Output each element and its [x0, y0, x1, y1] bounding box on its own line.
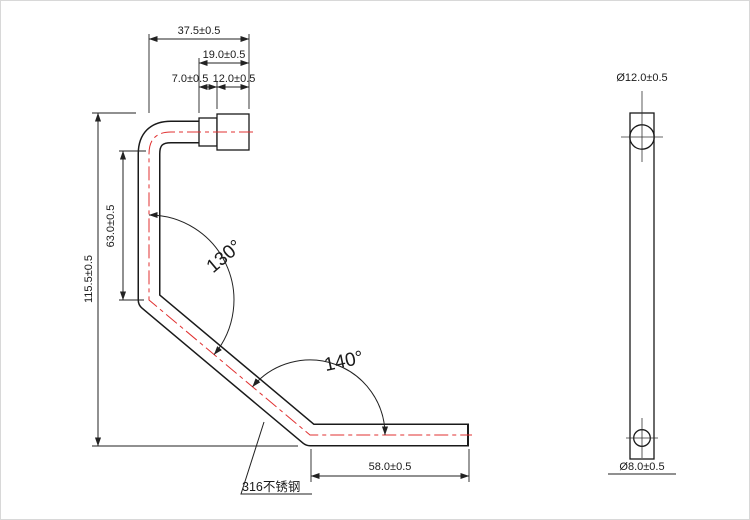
angle-arc-130: [148, 211, 235, 355]
dim-outer-diameter: Ø12.0±0.5: [616, 72, 667, 84]
tube-body-fill: [139, 122, 467, 445]
tube-body-outline: [137, 120, 469, 447]
side-view: Ø12.0±0.5 Ø8.0±0.5: [608, 72, 676, 475]
material-label: 316不锈钢: [242, 479, 300, 494]
angle-upper-label: 130°: [203, 236, 247, 277]
dim-bottom-leg: 58.0±0.5: [369, 461, 412, 473]
dim-tube-diameter: Ø8.0±0.5: [619, 461, 664, 473]
dim-overall-height: 115.5±0.5: [83, 255, 95, 303]
material-leader-line: [240, 421, 312, 495]
angle-lower-label: 140°: [322, 347, 365, 376]
front-view: 37.5±0.5 19.0±0.5 7.0±0.5 12.0±0.5 63.0±…: [83, 25, 472, 495]
angle-arc-140: [252, 359, 389, 436]
dim-socket-total: 19.0±0.5: [203, 49, 246, 61]
tube-centerline: [148, 131, 472, 436]
dim-socket-head: 12.0±0.5: [213, 73, 256, 85]
dim-socket-neck: 7.0±0.5: [172, 73, 209, 85]
side-profile: [629, 112, 655, 460]
dimension-lines: [94, 35, 470, 480]
dim-vertical-leg: 63.0±0.5: [105, 205, 117, 248]
dim-width-top: 37.5±0.5: [178, 25, 221, 37]
